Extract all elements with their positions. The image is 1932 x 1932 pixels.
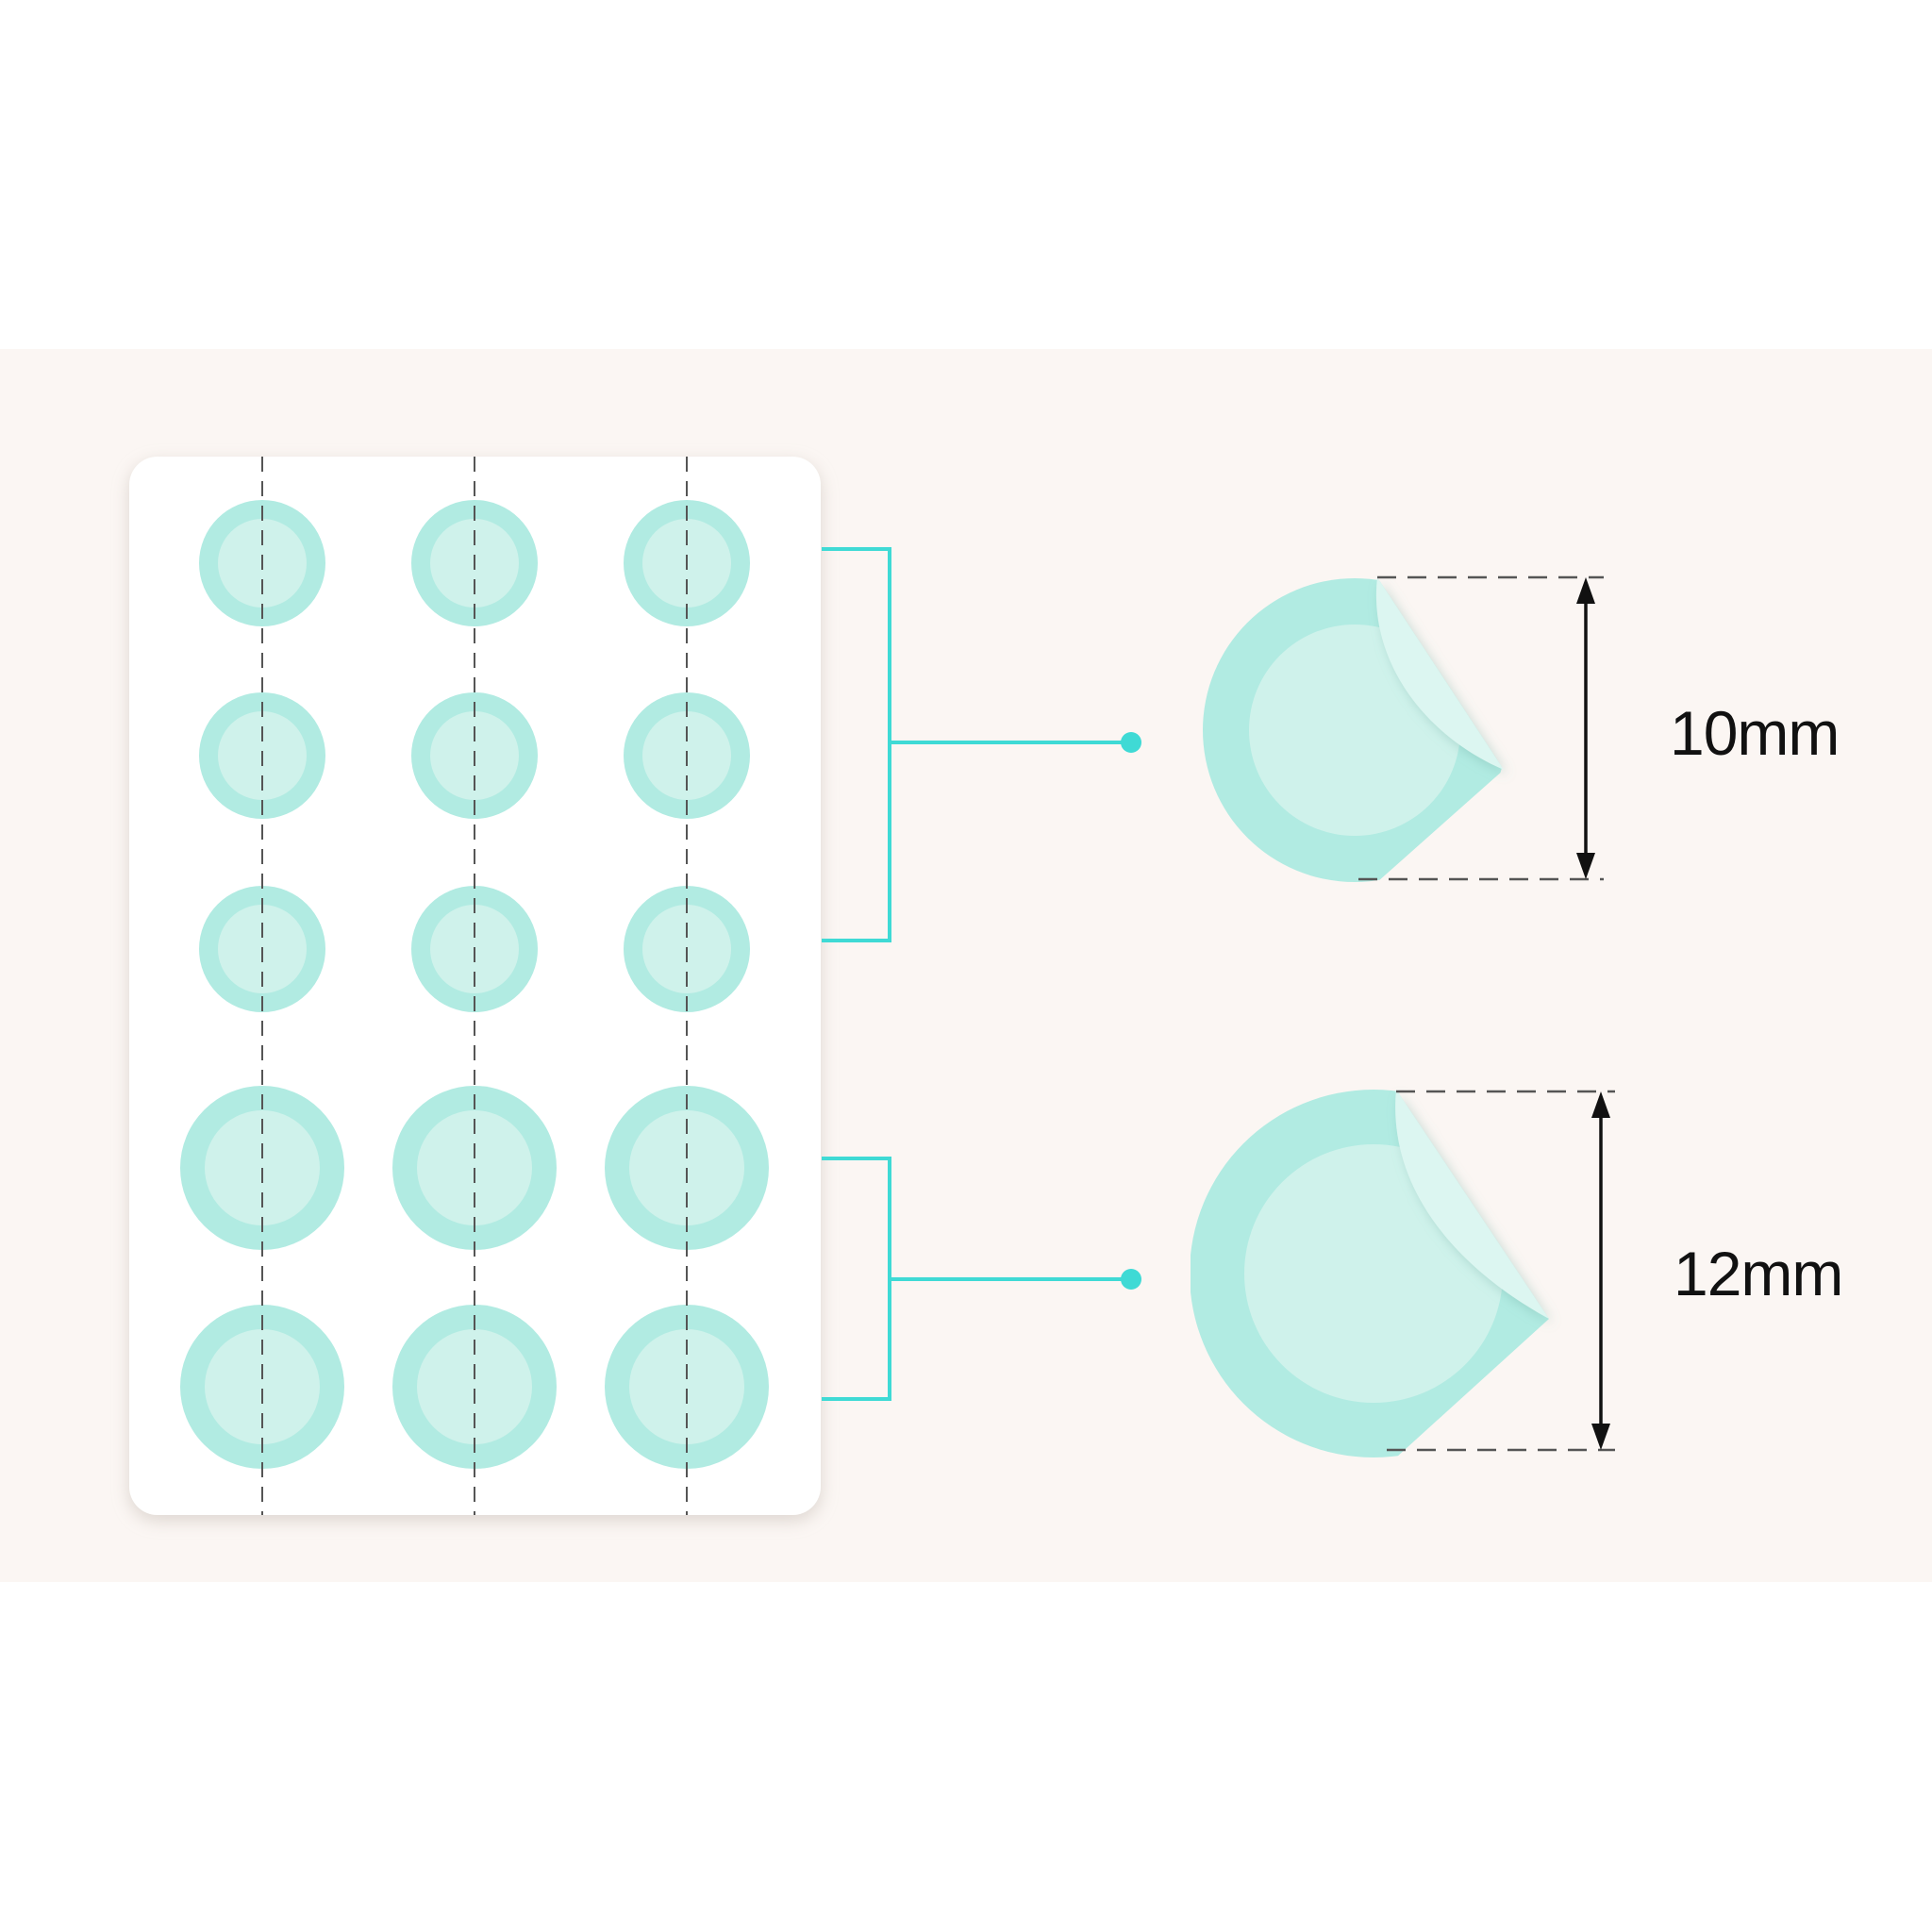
sheet-patch-12mm bbox=[180, 1305, 344, 1469]
connector-dot-10mm bbox=[1121, 732, 1141, 753]
sheet-patch-12mm bbox=[392, 1305, 557, 1469]
dimension-10mm bbox=[1358, 575, 1604, 881]
connector-10mm bbox=[822, 547, 1130, 942]
connector-12mm bbox=[822, 1157, 1130, 1401]
connector-dot-12mm bbox=[1121, 1269, 1141, 1290]
sheet-patch-12mm bbox=[605, 1305, 769, 1469]
dimension-12mm bbox=[1387, 1090, 1615, 1452]
peel-flap-10mm bbox=[1375, 577, 1504, 770]
size-label-10mm: 10mm bbox=[1670, 698, 1839, 768]
peel-flap-12mm bbox=[1395, 1090, 1549, 1319]
size-label-12mm: 12mm bbox=[1674, 1239, 1842, 1308]
sheet-perforation-lines bbox=[261, 457, 688, 1515]
